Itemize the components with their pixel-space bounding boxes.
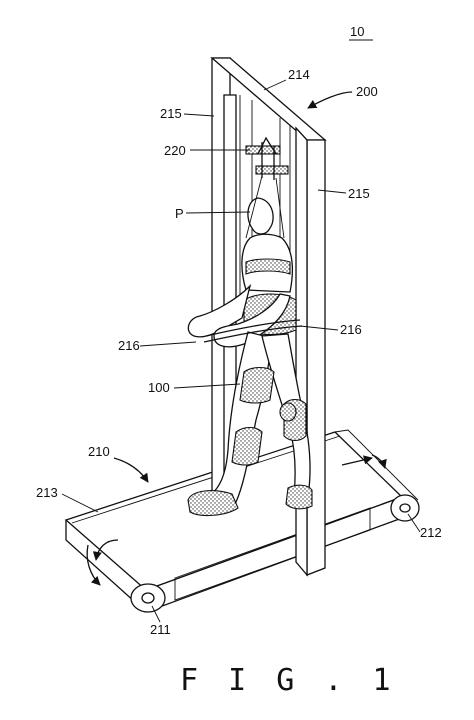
label-frame-unit: 200 xyxy=(356,84,378,99)
label-left-handrail: 216 xyxy=(118,338,140,353)
handrails xyxy=(203,319,303,343)
front-roller xyxy=(130,583,166,613)
label-rear-roller: 212 xyxy=(420,525,442,540)
label-treadmill: 210 xyxy=(88,444,110,459)
label-upper-beam: 214 xyxy=(288,67,310,82)
label-left-pillar: 215 xyxy=(160,106,182,121)
label-walking-aid: 100 xyxy=(148,380,170,395)
person xyxy=(187,175,313,517)
rear-roller xyxy=(390,494,420,522)
label-right-pillar: 215 xyxy=(348,186,370,201)
label-hanger: 220 xyxy=(164,143,186,158)
label-person: P xyxy=(175,206,184,221)
label-right-handrail: 216 xyxy=(340,322,362,337)
label-device: 10 xyxy=(350,24,364,39)
label-belt: 213 xyxy=(36,485,58,500)
frame-unit xyxy=(210,57,327,577)
label-front-roller: 211 xyxy=(150,622,171,637)
figure-caption: F I G . 1 xyxy=(180,663,397,698)
hanger xyxy=(245,136,289,180)
reference-labels: 10 214 200 215 220 215 P 216 216 100 210… xyxy=(36,24,442,637)
